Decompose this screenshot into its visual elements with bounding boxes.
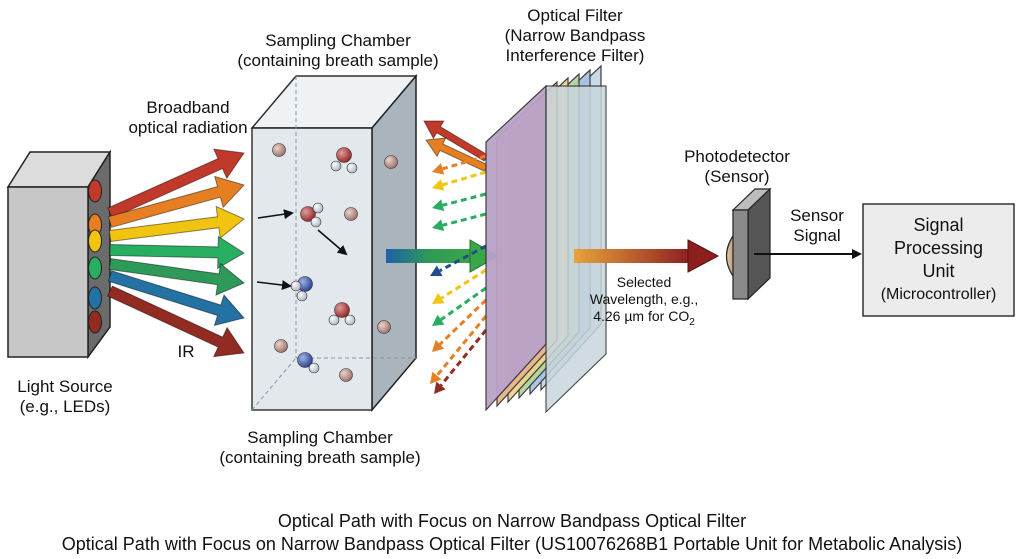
photodetector [725, 187, 772, 301]
arrow-icon [107, 175, 245, 228]
molecule-icon [308, 362, 320, 374]
light-source [6, 149, 112, 360]
arrow-icon [107, 285, 245, 358]
broadband-label: Broadband optical radiation [128, 98, 248, 137]
molecule-icon [334, 302, 350, 318]
light-source-label: Light Source (e.g., LEDs) [17, 377, 113, 416]
signal-processing-unit [862, 203, 1015, 317]
signal-processing-label: Signal Processing Unit (Microcontroller) [880, 215, 997, 303]
molecule-icon [274, 339, 288, 353]
chamber-bottom-label: Sampling Chamber (containing breath samp… [219, 428, 421, 467]
molecule-icon [296, 290, 308, 302]
molecule-icon [330, 160, 342, 172]
molecule-icon [336, 147, 352, 163]
sampling-chamber [250, 73, 418, 413]
arrow-icon [425, 137, 489, 172]
arrow-icon [432, 154, 487, 175]
optical-filter-label: Optical Filter (Narrow Bandpass Interfer… [504, 6, 646, 65]
molecule-icon [346, 162, 358, 174]
selected-wavelength-label: Selected Wavelength, e.g., 4.26 µm for C… [589, 274, 699, 328]
led-icon [88, 179, 102, 203]
sensor-signal-label: Sensor Signal [790, 206, 844, 245]
molecule-icon [290, 280, 302, 292]
breath-molecules [272, 143, 398, 382]
arrow-icon [432, 212, 487, 232]
molecule-icon [297, 352, 313, 368]
arrow-icon [434, 329, 488, 394]
broadband-radiation-arrows [107, 148, 245, 358]
molecule-icon [344, 207, 358, 221]
arrow-icon [423, 120, 489, 162]
arrow-icon [432, 268, 487, 304]
arrow-icon [432, 298, 488, 352]
molecule-icon [344, 314, 356, 326]
led-icon [88, 229, 102, 253]
arrow-icon [107, 148, 245, 219]
ir-label: IR [177, 342, 195, 361]
molecule-icon [328, 314, 340, 326]
arrow-icon [108, 258, 245, 296]
led-icon [88, 310, 102, 334]
arrow-icon [432, 192, 487, 212]
arrow-icon [107, 270, 245, 327]
led-icon [88, 286, 102, 310]
chamber-top-label: Sampling Chamber (containing breath samp… [237, 31, 439, 70]
molecule-icon [300, 206, 316, 222]
arrow-icon [109, 235, 245, 270]
led-icon [88, 256, 102, 280]
arrow-icon [430, 315, 488, 384]
arrow-icon [430, 244, 487, 277]
molecule-icon [310, 216, 322, 228]
led-array [88, 179, 102, 334]
motion-arrows [256, 209, 348, 291]
arrow-icon [432, 170, 487, 191]
optical-filter-stack [485, 64, 607, 414]
molecule-icon [312, 202, 324, 214]
molecule-icon [377, 320, 391, 334]
reflected-wavelength-arrows [423, 120, 489, 394]
caption-subtitle: Optical Path with Focus on Narrow Bandpa… [61, 534, 963, 554]
arrow-icon [432, 286, 487, 326]
selected-wavelength-beam [574, 239, 720, 273]
arrow-icon [108, 205, 245, 243]
photodetector-label: Photodetector (Sensor) [684, 147, 790, 186]
caption-main: Optical Path with Focus on Narrow Bandpa… [277, 511, 747, 531]
molecule-icon [384, 155, 398, 169]
molecule-icon [272, 143, 286, 157]
molecule-icon [339, 368, 353, 382]
